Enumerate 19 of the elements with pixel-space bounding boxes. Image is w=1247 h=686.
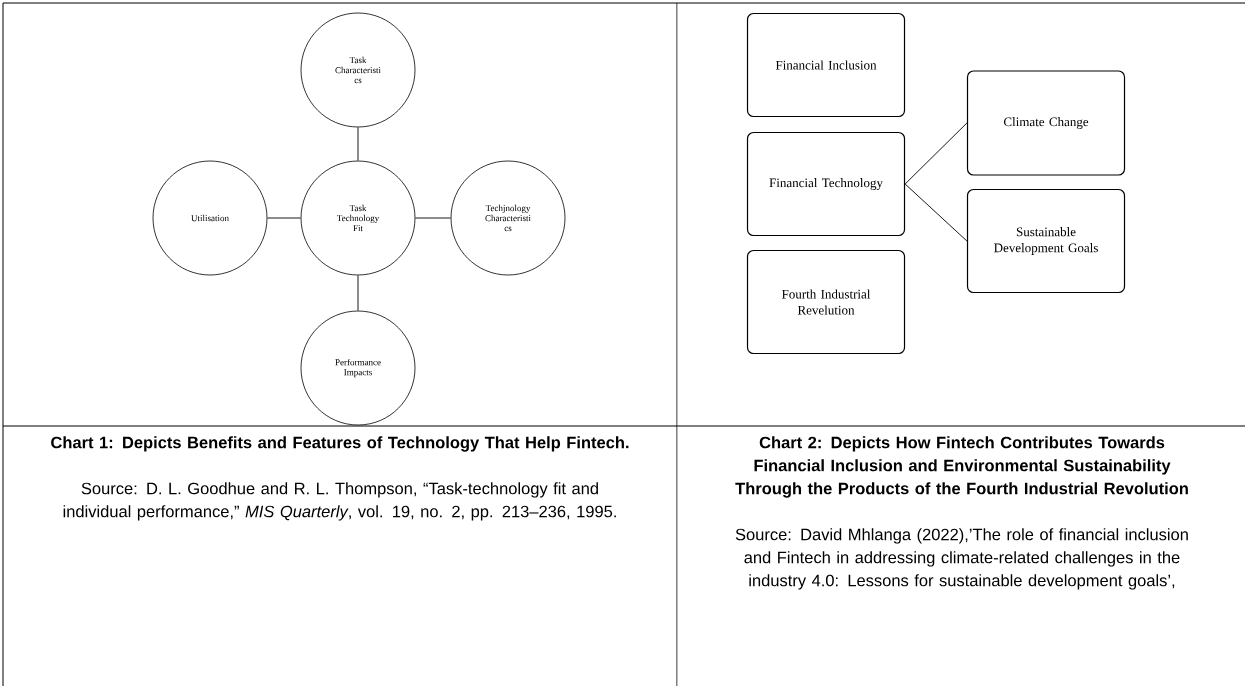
circle-node: Task Characteristi cs: [300, 12, 416, 128]
circle-node: Task Technology Fit: [300, 160, 416, 276]
connector-line: [357, 274, 359, 312]
source-text: Source: D. L. Goodhue and R. L. Thompson, “Task-technology fit and individual performance,” MIS Quarterly, vol. 19, no. 2, pp. 213–236, 1995.: [63, 482, 616, 521]
source-text: Source: David Mhlanga (2022),’The role of financial inclusion and Fintech in addressing climate-related challenges in the industry 4.0: Lessons for sustainable development goals’,: [735, 528, 1188, 590]
caption-title: Chart 2: Depicts How Fintech Contributes Towards Financial Inclusion and Environmental Sustainability Through the Products of the Fourth Industrial Revolution: [735, 436, 1188, 498]
connector-line: [904, 183, 968, 242]
rounded-box: Climate Change: [966, 70, 1126, 176]
connector-line: [414, 217, 452, 219]
rounded-box: Financial Technology: [746, 131, 906, 237]
connector-line: [904, 122, 968, 185]
rounded-box: Financial Inclusion: [746, 12, 906, 118]
connector-line: [266, 217, 302, 219]
circle-node: Utilisation: [152, 160, 268, 276]
connector-line: [357, 126, 359, 162]
circle-node: Performance Impacts: [300, 310, 416, 426]
rounded-box: Sustainable Development Goals: [966, 188, 1126, 294]
rounded-box: Fourth Industrial Revelution: [746, 249, 906, 355]
circle-node: Techjnology Characteristi cs: [450, 160, 566, 276]
